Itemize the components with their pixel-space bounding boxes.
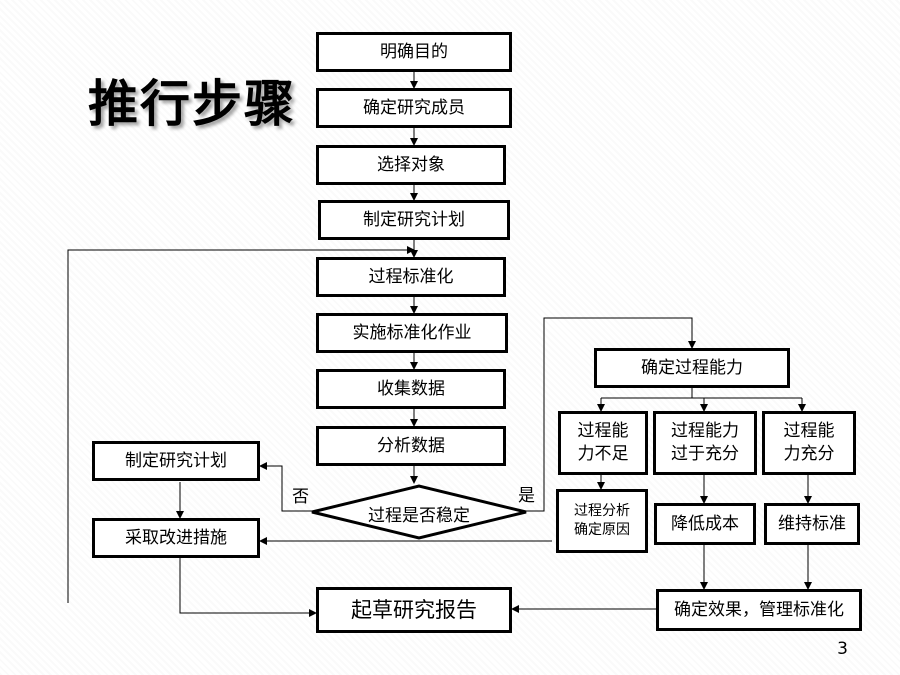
- step-reduce-cost: 降低成本: [654, 503, 756, 545]
- capability-adequate: 过程能 力充分: [762, 411, 856, 475]
- no-branch-research-plan: 制定研究计划: [92, 441, 260, 481]
- step-research-plan: 制定研究计划: [318, 200, 510, 240]
- arrow-improve-to-report: [179, 558, 317, 617]
- decision-diamond: [311, 484, 527, 540]
- no-label: 否: [292, 487, 309, 507]
- arrow-no-to-plan: [259, 462, 312, 512]
- capability-excessive: 过程能力 过于充分: [653, 411, 757, 475]
- step-confirm-effect: 确定效果，管理标准化: [656, 589, 862, 631]
- capability-insufficient: 过程能 力不足: [558, 411, 648, 475]
- page-title: 推行步骤: [88, 75, 296, 133]
- page-number: 3: [837, 639, 848, 659]
- yes-label: 是: [518, 486, 535, 506]
- decision-label: 过程是否稳定: [368, 505, 470, 526]
- step-select-object: 选择对象: [316, 145, 506, 185]
- step-improvement-measures: 采取改进措施: [92, 518, 260, 558]
- arrow-yes-to-capability: [526, 317, 696, 512]
- step-draft-report: 起草研究报告: [316, 587, 512, 633]
- step-clarify-purpose: 明确目的: [316, 32, 512, 72]
- step-maintain-standard: 维持标准: [764, 503, 860, 545]
- step-determine-capability: 确定过程能力: [594, 348, 790, 388]
- step-analyze-cause: 过程分析 确定原因: [556, 489, 648, 553]
- arrow-loop-back: [67, 246, 415, 603]
- step-collect-data: 收集数据: [316, 369, 506, 409]
- step-team-members: 确定研究成员: [316, 88, 512, 128]
- step-analyze-data: 分析数据: [316, 426, 506, 466]
- step-implement-standard: 实施标准化作业: [316, 313, 508, 353]
- step-standardize-process: 过程标准化: [316, 257, 506, 297]
